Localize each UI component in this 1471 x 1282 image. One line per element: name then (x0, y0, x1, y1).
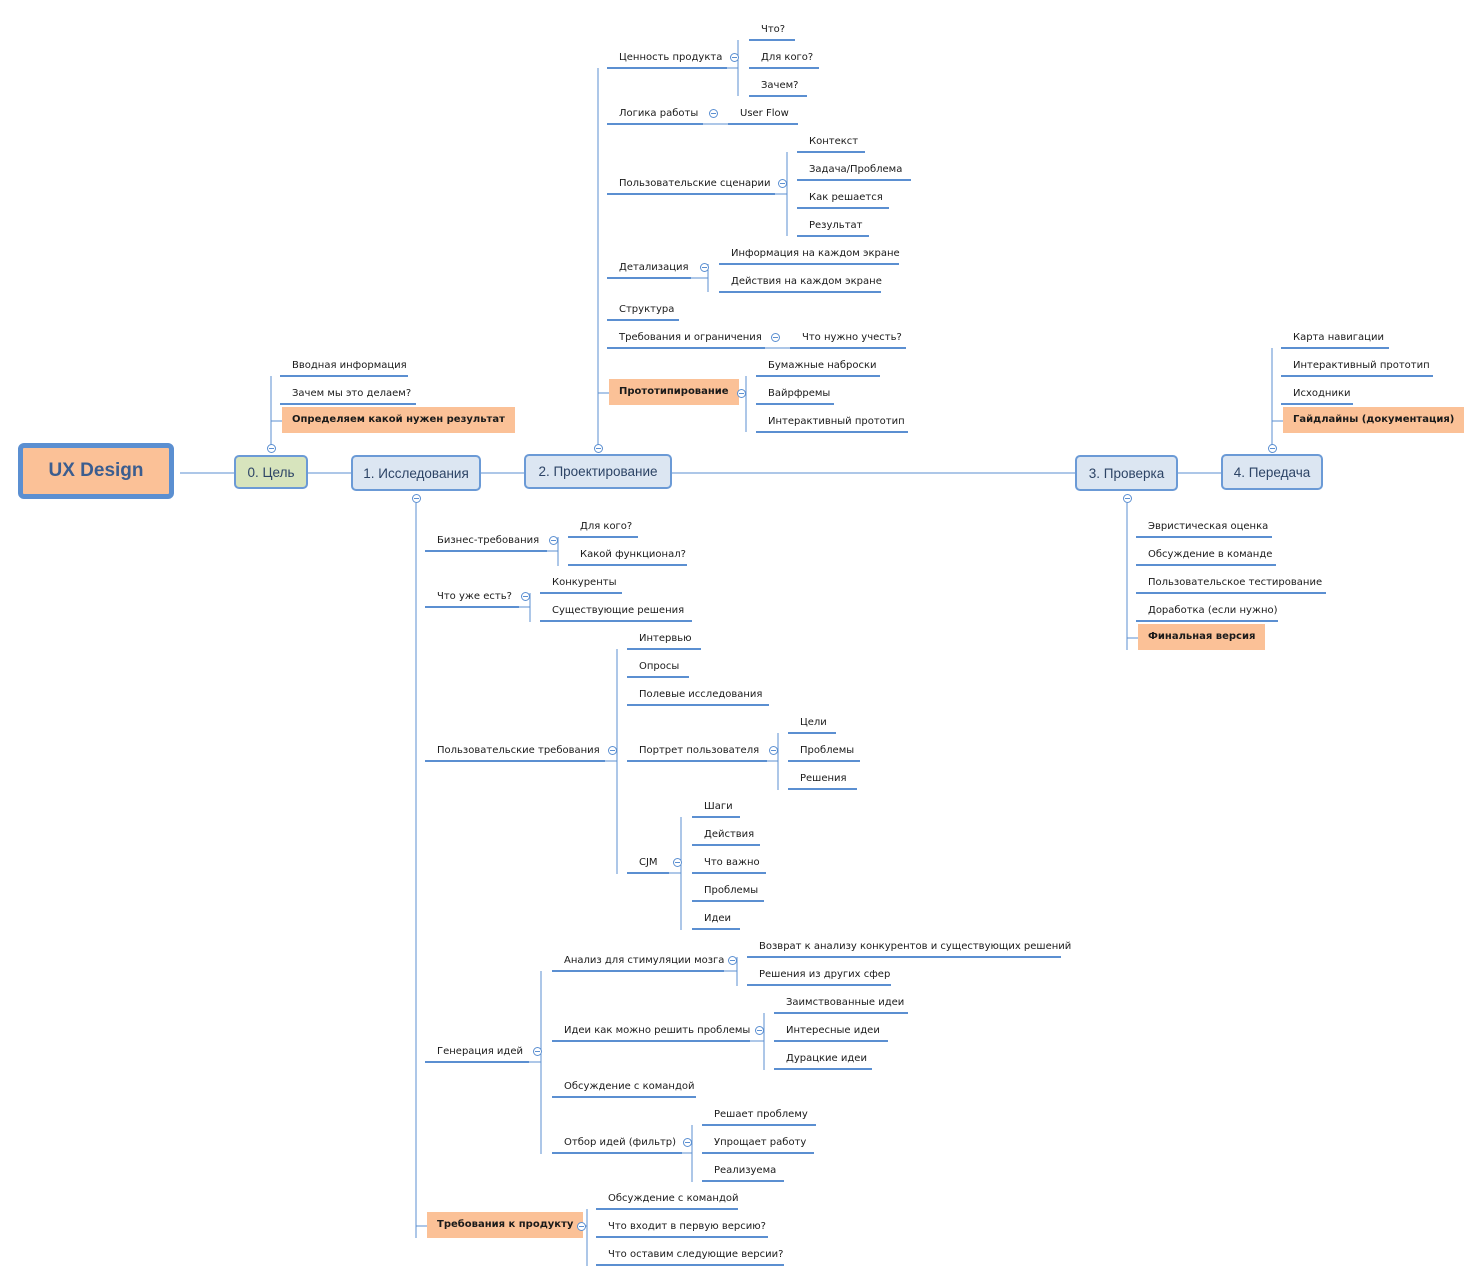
constraints-topic-consider[interactable]: Что нужно учесть? (802, 332, 902, 343)
user-req-topic-cjm[interactable]: CJM (639, 857, 658, 868)
analysis-collapse-icon[interactable] (728, 956, 737, 965)
value-topic-for-whom[interactable]: Для кого? (761, 52, 814, 63)
design-topic-detail[interactable]: Детализация (619, 262, 689, 273)
cjm-topic-ideas[interactable]: Идеи (704, 913, 732, 924)
user-req-topic-field[interactable]: Полевые исследования (639, 689, 763, 700)
proto-topic-wireframes[interactable]: Вайрфремы (768, 388, 831, 399)
value-collapse-icon[interactable] (730, 53, 739, 62)
persona-collapse-icon[interactable] (769, 746, 778, 755)
research-topic-user-req[interactable]: Пользовательские требования (437, 745, 600, 756)
cjm-collapse-icon[interactable] (673, 858, 682, 867)
research-collapse-icon[interactable] (412, 494, 421, 503)
persona-topic-goals[interactable]: Цели (800, 717, 827, 728)
product-req-collapse-icon[interactable] (577, 1222, 586, 1231)
branch-check[interactable]: 3. Проверка (1075, 455, 1178, 491)
research-topic-product-req[interactable]: Требования к продукту (427, 1212, 584, 1238)
check-topic-final[interactable]: Финальная версия (1138, 624, 1266, 650)
goal-collapse-icon[interactable] (267, 444, 276, 453)
solve-topic-interesting[interactable]: Интересные идеи (786, 1025, 880, 1036)
branch-handoff[interactable]: 4. Передача (1221, 454, 1323, 490)
user-req-topic-surveys[interactable]: Опросы (639, 661, 680, 672)
user-req-topic-persona[interactable]: Портрет пользователя (639, 745, 760, 756)
product-req-topic-discuss[interactable]: Обсуждение с командой (608, 1193, 739, 1204)
existing-collapse-icon[interactable] (521, 592, 530, 601)
detail-topic-actions[interactable]: Действия на каждом экране (731, 276, 882, 287)
analysis-topic-other[interactable]: Решения из других сфер (759, 969, 891, 980)
proto-topic-interactive[interactable]: Интерактивный прототип (768, 416, 905, 427)
proto-topic-paper[interactable]: Бумажные наброски (768, 360, 877, 371)
ideas-topic-analysis[interactable]: Анализ для стимуляции мозга (564, 955, 725, 966)
business-topic-for-whom[interactable]: Для кого? (580, 521, 633, 532)
business-collapse-icon[interactable] (549, 536, 558, 545)
design-topic-scenarios[interactable]: Пользовательские сценарии (619, 178, 771, 189)
design-topic-proto[interactable]: Прототипирование (609, 379, 739, 405)
scenarios-topic-task[interactable]: Задача/Проблема (809, 164, 903, 175)
design-topic-structure[interactable]: Структура (619, 304, 675, 315)
filter-collapse-icon[interactable] (683, 1138, 692, 1147)
branch-goal[interactable]: 0. Цель (234, 455, 308, 489)
ideas-collapse-icon[interactable] (533, 1047, 542, 1056)
detail-collapse-icon[interactable] (700, 263, 709, 272)
user-req-collapse-icon[interactable] (608, 746, 617, 755)
detail-topic-info[interactable]: Информация на каждом экране (731, 248, 900, 259)
cjm-topic-steps[interactable]: Шаги (704, 801, 733, 812)
ideas-topic-solve[interactable]: Идеи как можно решить проблемы (564, 1025, 751, 1036)
branch-design[interactable]: 2. Проектирование (524, 454, 672, 489)
analysis-topic-competitors[interactable]: Возврат к анализу конкурентов и существу… (759, 941, 1072, 952)
branch-research[interactable]: 1. Исследования (351, 455, 481, 491)
cjm-topic-important[interactable]: Что важно (704, 857, 760, 868)
filter-topic-feasible[interactable]: Реализуема (714, 1165, 777, 1176)
solve-collapse-icon[interactable] (755, 1026, 764, 1035)
scenarios-topic-how[interactable]: Как решается (809, 192, 883, 203)
persona-topic-solutions[interactable]: Решения (800, 773, 847, 784)
design-topic-value[interactable]: Ценность продукта (619, 52, 723, 63)
existing-topic-competitors[interactable]: Конкуренты (552, 577, 617, 588)
product-req-topic-next[interactable]: Что оставим следующие версии? (608, 1249, 784, 1260)
ideas-topic-discuss[interactable]: Обсуждение с командой (564, 1081, 695, 1092)
business-topic-functions[interactable]: Какой функционал? (580, 549, 686, 560)
filter-topic-solves[interactable]: Решает проблему (714, 1109, 808, 1120)
value-topic-why[interactable]: Зачем? (761, 80, 799, 91)
design-topic-constraints[interactable]: Требования и ограничения (619, 332, 762, 343)
design-topic-logic[interactable]: Логика работы (619, 108, 699, 119)
handoff-topic-prototype[interactable]: Интерактивный прототип (1293, 360, 1430, 371)
handoff-topic-guidelines[interactable]: Гайдлайны (документация) (1283, 407, 1465, 433)
goal-topic-why[interactable]: Зачем мы это делаем? (292, 388, 412, 399)
solve-topic-borrowed[interactable]: Заимствованные идеи (786, 997, 905, 1008)
scenarios-topic-result[interactable]: Результат (809, 220, 863, 231)
cjm-topic-problems[interactable]: Проблемы (704, 885, 759, 896)
goal-topic-intro[interactable]: Вводная информация (292, 360, 407, 371)
persona-topic-problems[interactable]: Проблемы (800, 745, 855, 756)
check-collapse-icon[interactable] (1123, 494, 1132, 503)
check-topic-testing[interactable]: Пользовательское тестирование (1148, 577, 1323, 588)
scenarios-collapse-icon[interactable] (778, 179, 787, 188)
scenarios-topic-context[interactable]: Контекст (809, 136, 859, 147)
ideas-topic-filter[interactable]: Отбор идей (фильтр) (564, 1137, 677, 1148)
research-topic-existing[interactable]: Что уже есть? (437, 591, 512, 602)
goal-topic-result[interactable]: Определяем какой нужен результат (282, 407, 515, 433)
cjm-topic-actions[interactable]: Действия (704, 829, 755, 840)
constraints-collapse-icon[interactable] (771, 333, 780, 342)
design-collapse-icon[interactable] (594, 444, 603, 453)
handoff-collapse-icon[interactable] (1268, 444, 1277, 453)
research-topic-ideas[interactable]: Генерация идей (437, 1046, 523, 1057)
logic-topic-user-flow[interactable]: User Flow (740, 108, 789, 119)
solve-topic-silly[interactable]: Дурацкие идеи (786, 1053, 867, 1064)
product-req-topic-first[interactable]: Что входит в первую версию? (608, 1221, 766, 1232)
handoff-topic-navmap[interactable]: Карта навигации (1293, 332, 1384, 343)
existing-topic-solutions[interactable]: Существующие решения (552, 605, 685, 616)
check-topic-rework[interactable]: Доработка (если нужно) (1148, 605, 1278, 616)
user-req-topic-interview[interactable]: Интервью (639, 633, 692, 644)
check-topic-heuristic[interactable]: Эвристическая оценка (1148, 521, 1269, 532)
root-node[interactable]: UX Design (18, 443, 174, 499)
check-topic-discussion[interactable]: Обсуждение в команде (1148, 549, 1273, 560)
value-topic-what[interactable]: Что? (761, 24, 786, 35)
proto-collapse-icon[interactable] (737, 389, 746, 398)
handoff-topic-sources[interactable]: Исходники (1293, 388, 1351, 399)
filter-topic-simplifies[interactable]: Упрощает работу (714, 1137, 807, 1148)
logic-collapse-icon[interactable] (709, 109, 718, 118)
research-topic-business[interactable]: Бизнес-требования (437, 535, 540, 546)
